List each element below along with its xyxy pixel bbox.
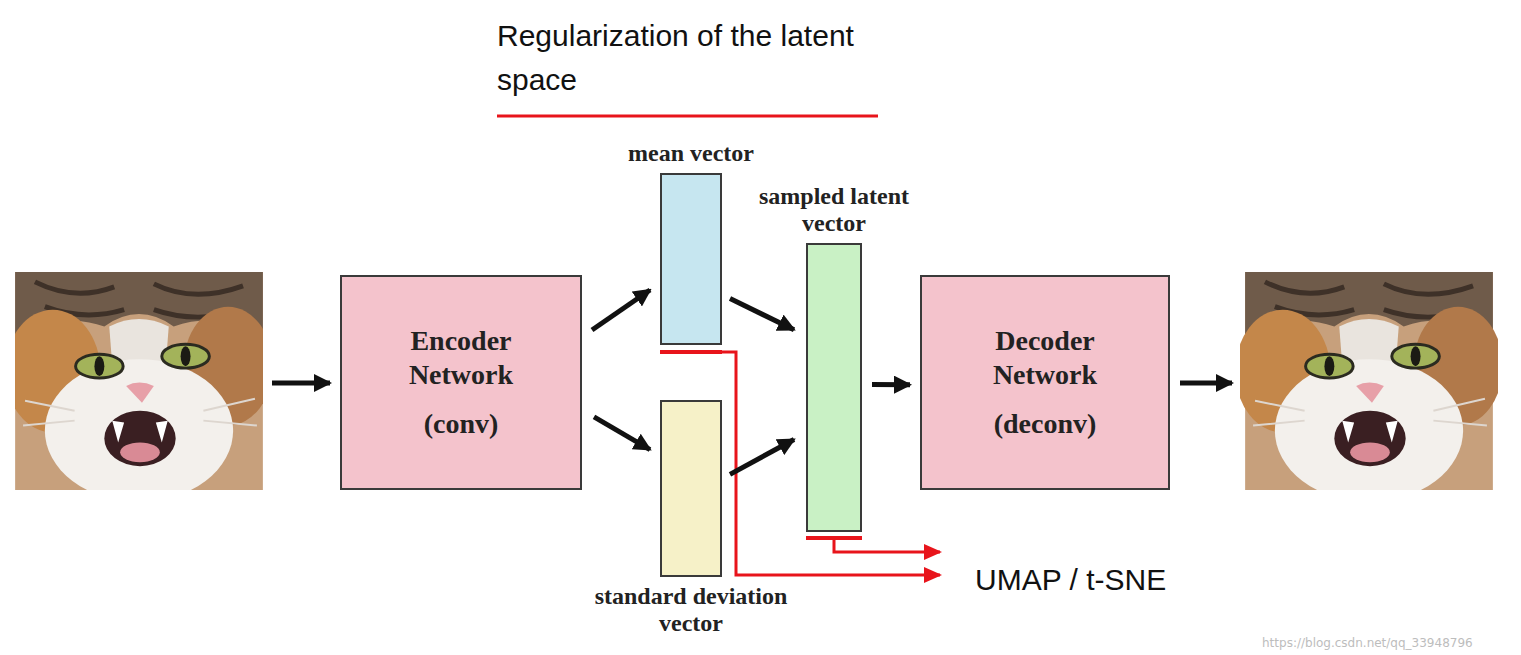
decoder-box: Decoder Network (deconv) (920, 275, 1170, 490)
box-subtitle: (conv) (424, 407, 499, 441)
flow-arrow (730, 440, 794, 475)
flow-arrow (594, 417, 650, 450)
title-underline (497, 115, 878, 118)
vector-label: standard deviation vector (571, 583, 811, 637)
std-vector-box: standard deviation vector (660, 400, 722, 577)
cat-image-output (1235, 272, 1503, 502)
encoder-box: Encoder Network (conv) (340, 275, 582, 490)
box-title: Decoder Network (970, 324, 1120, 391)
output-arrow (1180, 381, 1232, 386)
latent-vector-box: sampled latent vector (806, 243, 862, 532)
watermark: https://blog.csdn.net/qq_33948796 (1262, 636, 1517, 650)
box-title: Encoder Network (386, 324, 536, 391)
flow-arrow (592, 290, 650, 330)
method-label: UMAP / t-SNE (975, 562, 1275, 598)
input-arrow (272, 381, 330, 386)
vector-label: sampled latent vector (759, 183, 909, 237)
cat-image-input (5, 272, 273, 502)
mean-vector-box: mean vector (660, 173, 722, 345)
flow-arrow (730, 299, 794, 330)
leader-line (834, 538, 940, 552)
box-subtitle: (deconv) (994, 407, 1097, 441)
annotation-title: Regularization of the latent space (497, 14, 897, 101)
vector-label: mean vector (581, 140, 801, 167)
flow-arrow (872, 382, 910, 387)
